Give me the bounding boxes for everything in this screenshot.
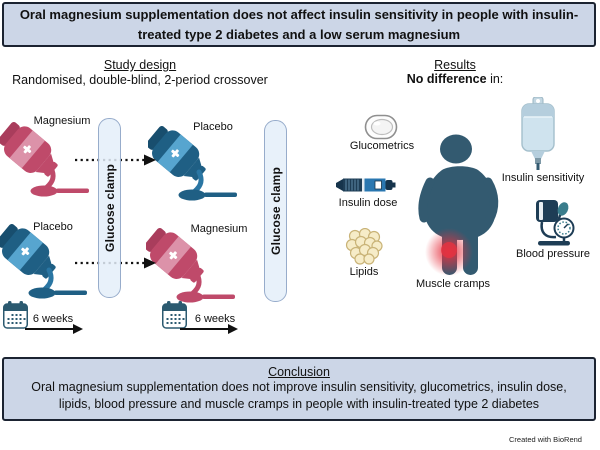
calendar-icon (162, 301, 187, 329)
insulin-pen-icon (336, 178, 396, 192)
title-panel: Oral magnesium supplementation does not … (2, 2, 596, 47)
period2-placebo-label: Placebo (33, 221, 73, 233)
blood-pressure-icon (536, 200, 575, 246)
period1-placebo-label: Placebo (193, 121, 233, 133)
magnesium-bottle-icon (0, 121, 89, 197)
period1-magnesium-label: Magnesium (33, 115, 91, 127)
results-heading: Results (434, 58, 476, 72)
lipids-icon (345, 228, 383, 265)
placebo-bottle-icon (148, 125, 237, 201)
glucometrics-label: Glucometrics (349, 140, 415, 152)
period1-duration-label: 6 weeks (32, 313, 74, 325)
no-difference-emphasis: No difference (406, 72, 487, 86)
glucometer-icon (364, 114, 398, 140)
conclusion-panel: Conclusion Oral magnesium supplementatio… (2, 357, 596, 421)
glucose-clamp-2: Glucose clamp (264, 120, 287, 302)
page-title: Oral magnesium supplementation does not … (19, 7, 579, 42)
lipids-label: Lipids (349, 266, 379, 278)
period2-duration-label: 6 weeks (194, 313, 236, 325)
study-design-subtitle: Randomised, double-blind, 2-period cross… (12, 73, 268, 87)
glucose-clamp-2-label: Glucose clamp (268, 167, 283, 255)
conclusion-text: Oral magnesium supplementation does not … (31, 380, 567, 411)
glucose-clamp-1-label: Glucose clamp (102, 164, 117, 252)
conclusion-heading: Conclusion (268, 365, 330, 380)
results-subtitle: No difference in: (370, 72, 540, 86)
study-design-heading: Study design (103, 58, 177, 72)
timeline-arrow-icon (25, 324, 83, 334)
timeline-arrow-icon (180, 324, 238, 334)
insulin-sensitivity-label: Insulin sensitivity (501, 172, 585, 184)
insulin-dose-label: Insulin dose (338, 197, 398, 209)
period2-magnesium-label: Magnesium (190, 223, 248, 235)
magnesium-bottle-icon (146, 227, 235, 303)
glucose-clamp-1: Glucose clamp (98, 118, 121, 298)
biorender-watermark: Created with BioRend (509, 435, 582, 444)
placebo-bottle-icon (0, 223, 87, 299)
person-silhouette-icon (418, 134, 499, 276)
blood-pressure-label: Blood pressure (516, 248, 590, 260)
calendar-icon (3, 301, 28, 329)
no-difference-suffix: in: (486, 72, 504, 86)
iv-bag-icon (521, 97, 555, 170)
muscle-cramps-label: Muscle cramps (416, 278, 490, 290)
